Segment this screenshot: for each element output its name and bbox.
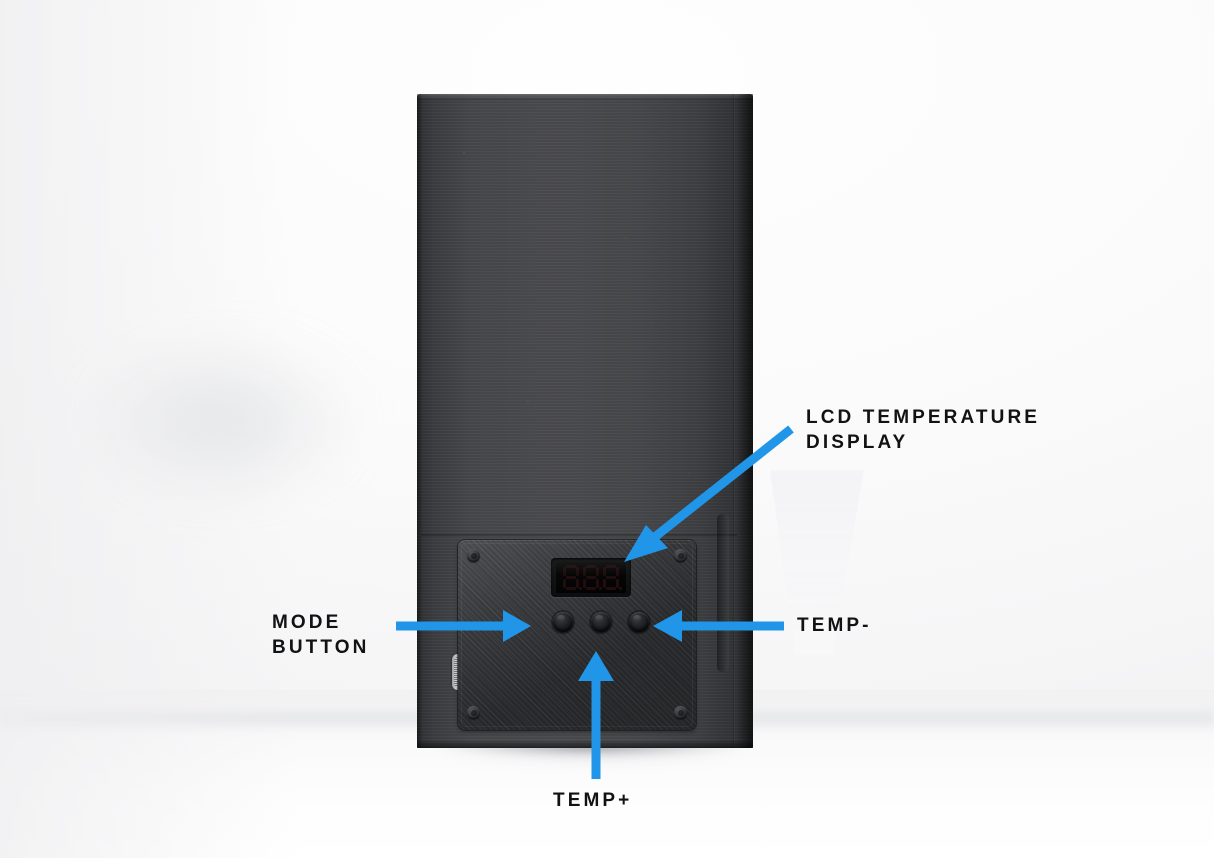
- lcd-glass: [556, 562, 626, 593]
- device-left-edge: [417, 94, 422, 748]
- temp-plus-push-button[interactable]: [591, 612, 611, 632]
- callout-label-temp-plus: TEMP+: [553, 790, 633, 811]
- device-side-seam: [733, 94, 735, 748]
- lcd-digit-1: [563, 565, 582, 590]
- side-recess-slot: [717, 514, 729, 672]
- device-bottom-edge: [417, 741, 753, 748]
- panel-screw-bottom-right: [674, 706, 687, 719]
- device-right-edge: [737, 94, 753, 748]
- control-panel: [458, 540, 696, 730]
- panel-screw-top-left: [467, 549, 480, 562]
- panel-rim: [461, 543, 693, 727]
- background-vignette: [0, 0, 300, 858]
- lcd-digit-3: [603, 565, 622, 590]
- background-soft-shadow: [60, 300, 390, 540]
- enclosure-seam-line: [421, 534, 737, 536]
- mode-push-button[interactable]: [553, 612, 573, 632]
- lcd-digit-2: [583, 565, 602, 590]
- panel-screw-top-right: [674, 549, 687, 562]
- temp-minus-push-button[interactable]: [629, 612, 649, 632]
- panel-screw-bottom-left: [467, 706, 480, 719]
- callout-label-mode-button: MODE BUTTON: [272, 612, 370, 658]
- device-top-edge: [417, 94, 753, 100]
- usb-connector-icon: [452, 654, 463, 690]
- device-enclosure: [417, 94, 753, 748]
- callout-label-lcd-temperature-display: LCD TEMPERATURE DISPLAY: [806, 407, 1041, 453]
- callout-label-temp-minus: TEMP-: [797, 615, 872, 636]
- lcd-display: [551, 558, 631, 597]
